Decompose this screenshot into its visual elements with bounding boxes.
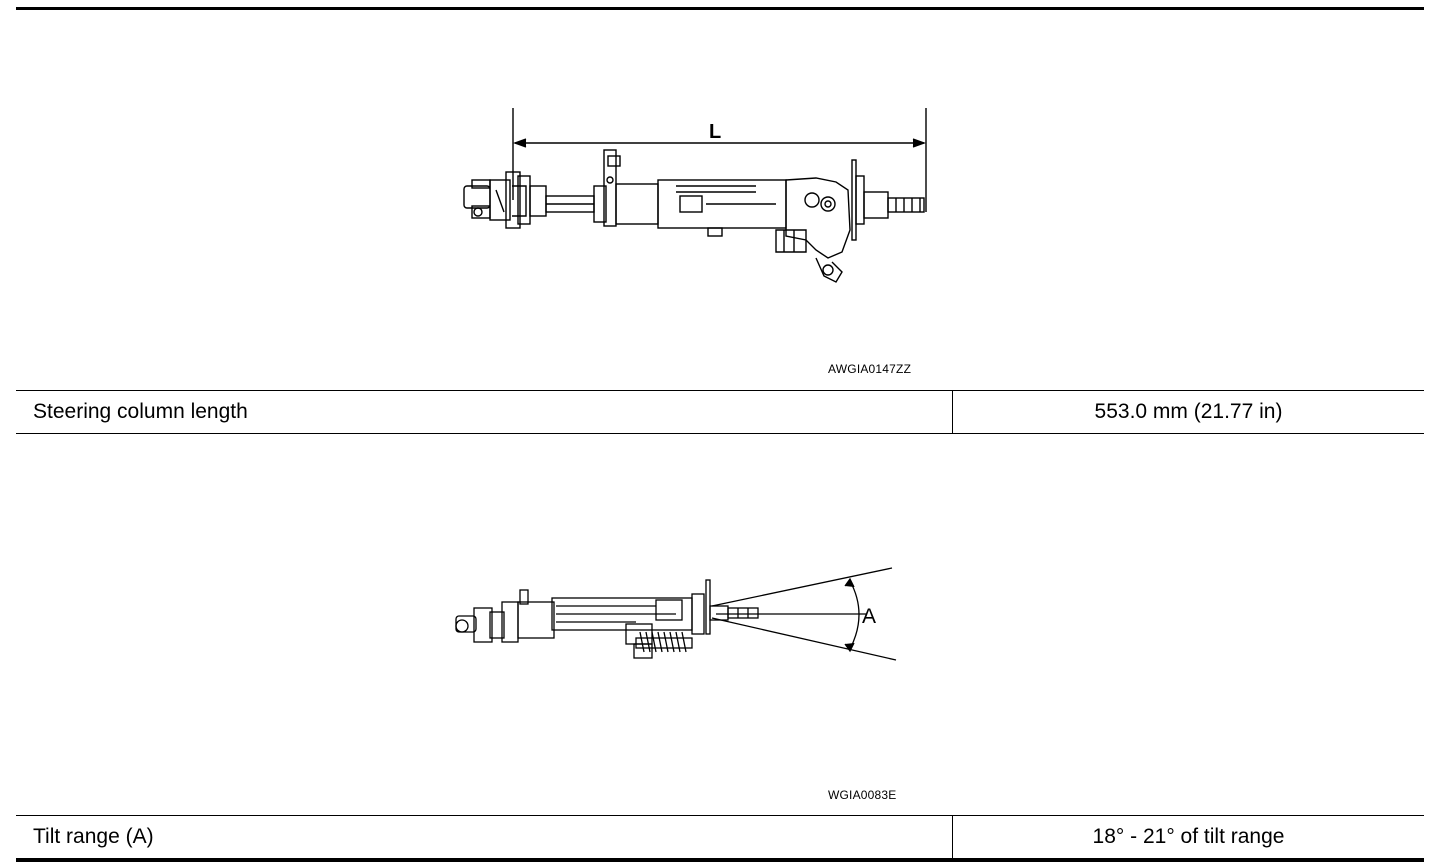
spec-value: 553.0 mm (21.77 in) [1094,400,1283,423]
spec-label: Tilt range (A) [16,816,953,858]
spec-label: Steering column length [16,391,953,433]
tilt-range-figure: A WGIA0083E [16,434,1424,815]
spec-row-tilt-range: Tilt range (A) 18° - 21° of tilt range [16,815,1424,862]
steering-column-length-figure: L AWGIA0147ZZ [16,0,1424,390]
tilt-angle-label: A [862,605,876,628]
spec-value: 18° - 21° of tilt range [1092,825,1285,848]
figure-code: WGIA0083E [828,788,897,802]
figure-code: AWGIA0147ZZ [828,362,912,376]
steering-column-tilt-view: A [455,567,897,661]
top-rule [16,7,1424,10]
steering-column-side-view: L [463,108,927,283]
spec-row-column-length: Steering column length 553.0 mm (21.77 i… [16,390,1424,434]
length-dimension-label: L [709,121,721,143]
